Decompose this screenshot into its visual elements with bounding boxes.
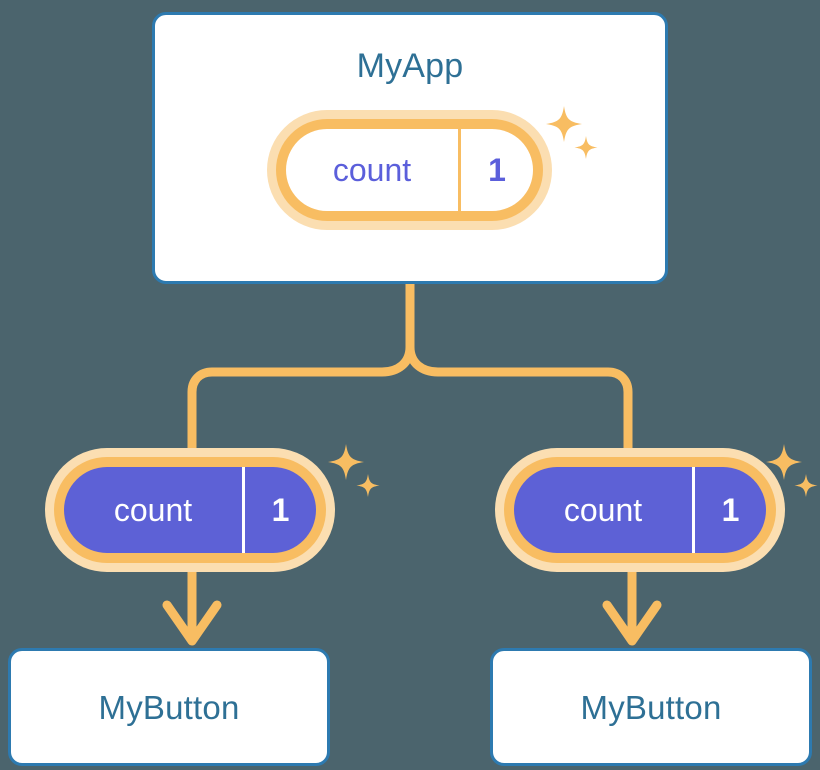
sparkles-icon [328,444,380,497]
state-pill-root[interactable]: count 1 [267,110,552,230]
state-value-label: 1 [242,467,316,553]
component-title-mybutton-left: MyButton [98,688,240,726]
branch-left-path [187,279,415,457]
component-card-mybutton-left[interactable]: MyButton [8,648,330,766]
component-title-mybutton-right: MyButton [580,688,722,726]
state-key-label: count [113,492,193,528]
arrow-down-icon-left [162,600,222,646]
branch-right-path [405,279,633,457]
state-key-label: count [563,492,643,528]
state-pill-child-right[interactable]: count 1 [495,448,785,572]
component-title-myapp: MyApp [356,47,464,85]
state-key-label: count [332,152,412,188]
state-value-label: 1 [692,467,766,553]
state-value-label: 1 [458,129,533,211]
state-pill-body: count 1 [286,129,533,211]
sparkles-icon [546,106,598,159]
state-pill-body: count 1 [514,467,766,553]
arrow-down-icon-right [602,600,662,646]
state-pill-child-left[interactable]: count 1 [45,448,335,572]
component-card-mybutton-right[interactable]: MyButton [490,648,812,766]
state-pill-body: count 1 [64,467,316,553]
sparkles-icon [766,444,818,497]
